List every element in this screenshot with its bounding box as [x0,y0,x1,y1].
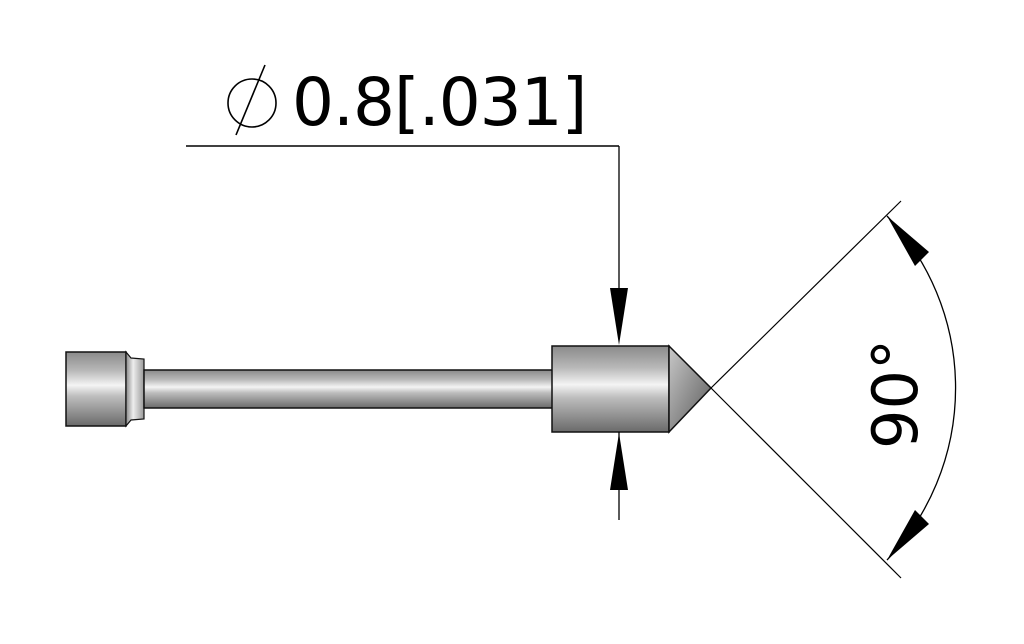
probe-head [65,351,127,427]
arrow-down-icon [610,288,628,345]
arrow-up-icon [610,433,628,490]
arc-arrow-upper-icon [887,216,929,266]
diameter-dimension-label: 0.8[.031] [292,64,587,141]
diameter-symbol-icon [227,64,277,136]
probe-part [65,344,713,434]
probe-shaft [143,369,554,409]
angle-dimension-label: 90° [859,339,932,449]
probe-tip-body [551,345,670,433]
probe-cone-tip [668,344,713,434]
arc-arrow-lower-icon [887,510,929,560]
angle-extension-upper [710,200,902,389]
probe-neck [125,350,145,428]
angle-extension-lower [710,387,902,579]
